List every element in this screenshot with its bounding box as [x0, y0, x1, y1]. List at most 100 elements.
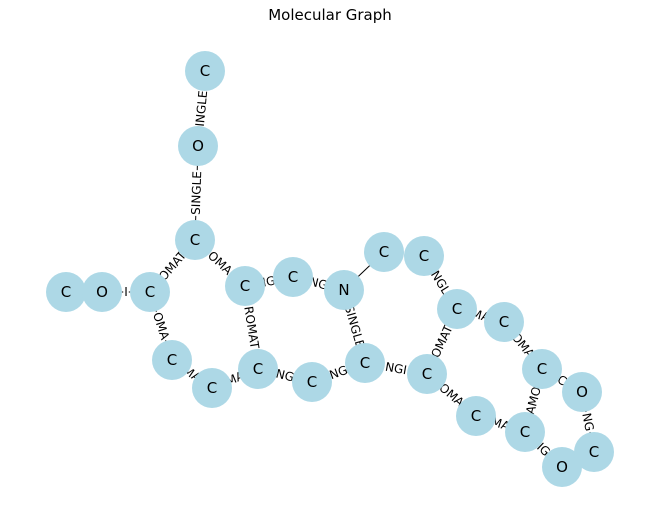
atom-node-n16: C: [437, 289, 477, 329]
edge-label-text: OMA: [150, 311, 172, 343]
atom-label: C: [288, 268, 298, 286]
edge-label-n9-n11: NG: [273, 366, 297, 385]
edge-label-text: I: [124, 285, 128, 299]
edge-label-text: NGI: [384, 360, 408, 378]
edge-label-background: [155, 247, 190, 285]
edge-label-n13-n17: NGI: [383, 359, 409, 378]
atom-circle: [562, 372, 602, 412]
atom-circle: [292, 362, 332, 402]
edge-label-background: [241, 304, 262, 351]
atom-label: C: [207, 379, 217, 397]
edge-label-background: [435, 379, 468, 411]
atom-node-n23: O: [542, 447, 582, 487]
edge-label-text: NG: [328, 363, 350, 382]
atom-circle: [364, 232, 404, 272]
atom-label: C: [520, 423, 530, 441]
atom-circle: [192, 368, 232, 408]
edge-label-text: NG: [579, 412, 596, 433]
atom-node-n20: C: [456, 396, 496, 436]
atom-node-n13: C: [345, 343, 385, 383]
atom-circle: [505, 412, 545, 452]
edge-label-n11-n13: NG: [326, 362, 351, 383]
atom-node-n18: C: [484, 302, 524, 342]
atom-circle: [152, 340, 192, 380]
atom-node-n10: C: [273, 257, 313, 297]
atom-node-n19: C: [522, 349, 562, 389]
atom-node-n2: C: [175, 220, 215, 260]
edge-label-text: ROMAT: [241, 305, 262, 350]
atom-label: C: [419, 247, 429, 265]
atom-label: C: [200, 62, 210, 80]
atom-node-n0: C: [185, 51, 225, 91]
edge-label-background: [192, 88, 211, 129]
atom-node-n24: C: [574, 432, 614, 472]
atom-node-n1: O: [178, 126, 218, 166]
atom-circle: [82, 272, 122, 312]
atom-label: C: [167, 351, 177, 369]
atom-label: C: [240, 277, 250, 295]
atom-label: C: [537, 360, 547, 378]
atom-label: N: [338, 281, 349, 299]
atom-circle: [345, 343, 385, 383]
edge-label-text: NG: [308, 274, 329, 292]
atom-label: O: [192, 137, 204, 155]
atom-circle: [522, 349, 562, 389]
atom-node-n15: C: [404, 236, 444, 276]
atom-node-n11: C: [292, 362, 332, 402]
edge-label-background: [554, 371, 570, 390]
atom-label: C: [190, 231, 200, 249]
atom-circle: [175, 220, 215, 260]
edge-label-n1-n2: SINGLE: [188, 169, 205, 217]
edge-label-text: INGLE: [193, 90, 210, 127]
atom-label: C: [253, 360, 263, 378]
atom-circle: [437, 289, 477, 329]
edge-label-text: NG: [274, 367, 295, 385]
atom-circle: [178, 126, 218, 166]
edge-label-background: [579, 410, 597, 434]
atom-circle: [542, 447, 582, 487]
edge-label-n8-n9: ROMAT: [241, 304, 262, 351]
atom-node-n21: O: [562, 372, 602, 412]
atom-label: C: [307, 373, 317, 391]
atom-node-n12: N: [324, 270, 364, 310]
atom-label: C: [360, 354, 370, 372]
atom-label: C: [379, 243, 389, 261]
atom-label: C: [422, 365, 432, 383]
edge-label-n5-n6: OMA: [149, 309, 173, 343]
atom-circle: [574, 432, 614, 472]
atom-label: O: [556, 458, 568, 476]
atom-label: O: [96, 283, 108, 301]
edge-label-text: AMO: [523, 385, 544, 416]
edge-label-n21-n24: NG: [579, 410, 597, 434]
edge-label-background: [428, 322, 456, 361]
atom-node-n6: C: [152, 340, 192, 380]
atom-label: C: [452, 300, 462, 318]
edge-label-background: [522, 384, 545, 417]
atom-node-n14: C: [364, 232, 404, 272]
edge-label-text: SINGLE: [342, 304, 368, 350]
atom-circle: [407, 354, 447, 394]
atom-node-n17: C: [407, 354, 447, 394]
edges-layer: [66, 70, 595, 468]
edge-label-background: [188, 169, 205, 217]
atom-circle: [130, 272, 170, 312]
atom-circle: [484, 302, 524, 342]
edge-label-background: [427, 267, 454, 298]
edge-label-text: IG: [261, 273, 276, 289]
atom-label: C: [471, 407, 481, 425]
atom-circle: [185, 51, 225, 91]
atom-node-n8: C: [225, 266, 265, 306]
atom-node-n5: C: [130, 272, 170, 312]
atom-circle: [324, 270, 364, 310]
atom-circle: [404, 236, 444, 276]
atom-label: O: [576, 383, 588, 401]
atom-node-n4: O: [82, 272, 122, 312]
edge-label-n19-n22: AMO: [522, 384, 545, 417]
atom-node-n3: C: [46, 272, 86, 312]
atom-node-n9: C: [238, 349, 278, 389]
edge-label-background: [123, 285, 129, 299]
atom-label: C: [61, 283, 71, 301]
graph-title: Molecular Graph: [268, 6, 392, 24]
atom-label: C: [145, 283, 155, 301]
